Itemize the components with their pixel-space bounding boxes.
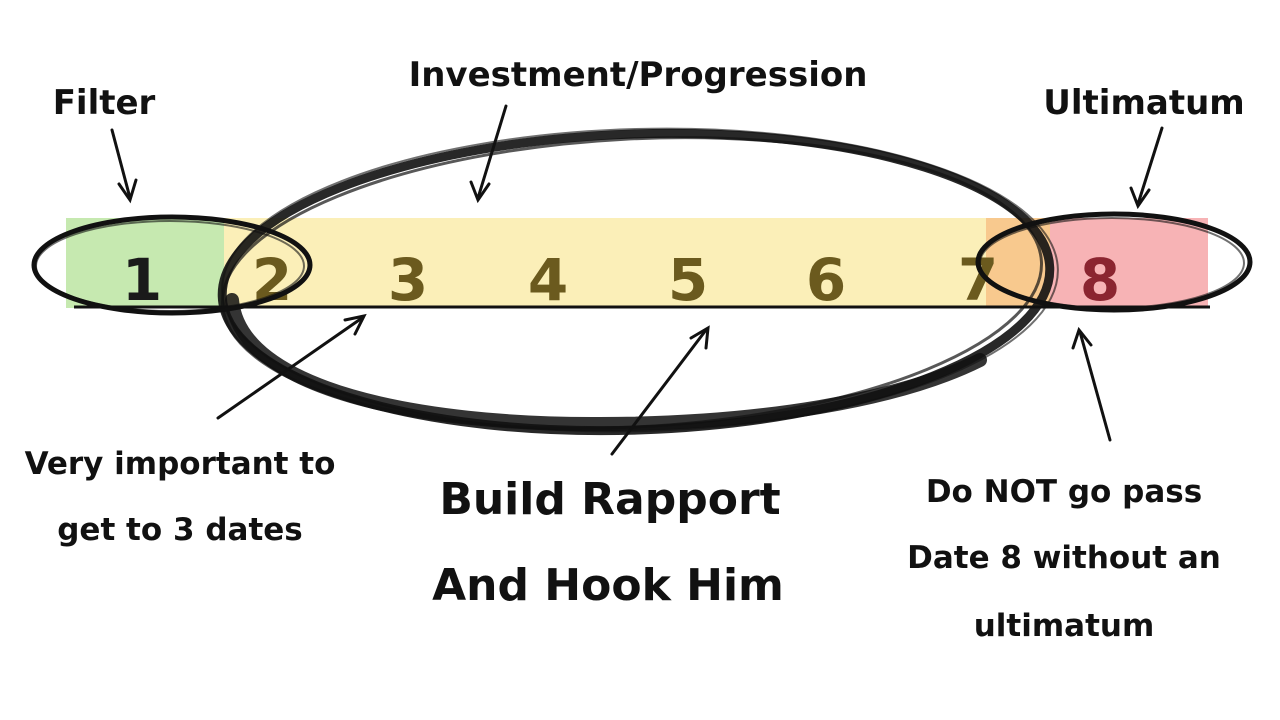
investment-ellipse	[217, 127, 1059, 436]
label-very-important-line1: Very important to	[25, 446, 336, 482]
label-investment: Investment/Progression	[409, 55, 868, 95]
step-number-8: 8	[1080, 246, 1120, 314]
label-do-not-line1: Do NOT go pass	[926, 474, 1202, 510]
arrow-investment	[469, 104, 508, 204]
zone-investment	[224, 218, 986, 308]
filter-ellipse	[31, 214, 313, 316]
step-number-4: 4	[528, 246, 568, 314]
zone-ultimatum	[1050, 218, 1208, 308]
ultimatum-ellipse	[975, 211, 1253, 313]
label-build-rapport-line2: And Hook Him	[432, 560, 784, 611]
label-do-not-line3: ultimatum	[974, 608, 1155, 644]
arrow-very-important	[216, 313, 367, 420]
step-number-1: 1	[122, 246, 162, 314]
label-filter: Filter	[53, 83, 156, 123]
arrow-do-not	[1071, 326, 1112, 442]
step-number-5: 5	[668, 246, 708, 314]
label-very-important-line2: get to 3 dates	[57, 512, 303, 548]
zone-filter	[66, 218, 224, 308]
step-number-3: 3	[388, 246, 428, 314]
label-ultimatum: Ultimatum	[1043, 83, 1244, 123]
label-do-not-line2: Date 8 without an	[907, 540, 1221, 576]
arrow-ultimatum	[1129, 126, 1164, 210]
label-build-rapport-line1: Build Rapport	[439, 474, 780, 525]
step-number-6: 6	[806, 246, 846, 314]
arrow-filter	[110, 128, 138, 204]
arrow-build-rapport	[610, 325, 710, 456]
